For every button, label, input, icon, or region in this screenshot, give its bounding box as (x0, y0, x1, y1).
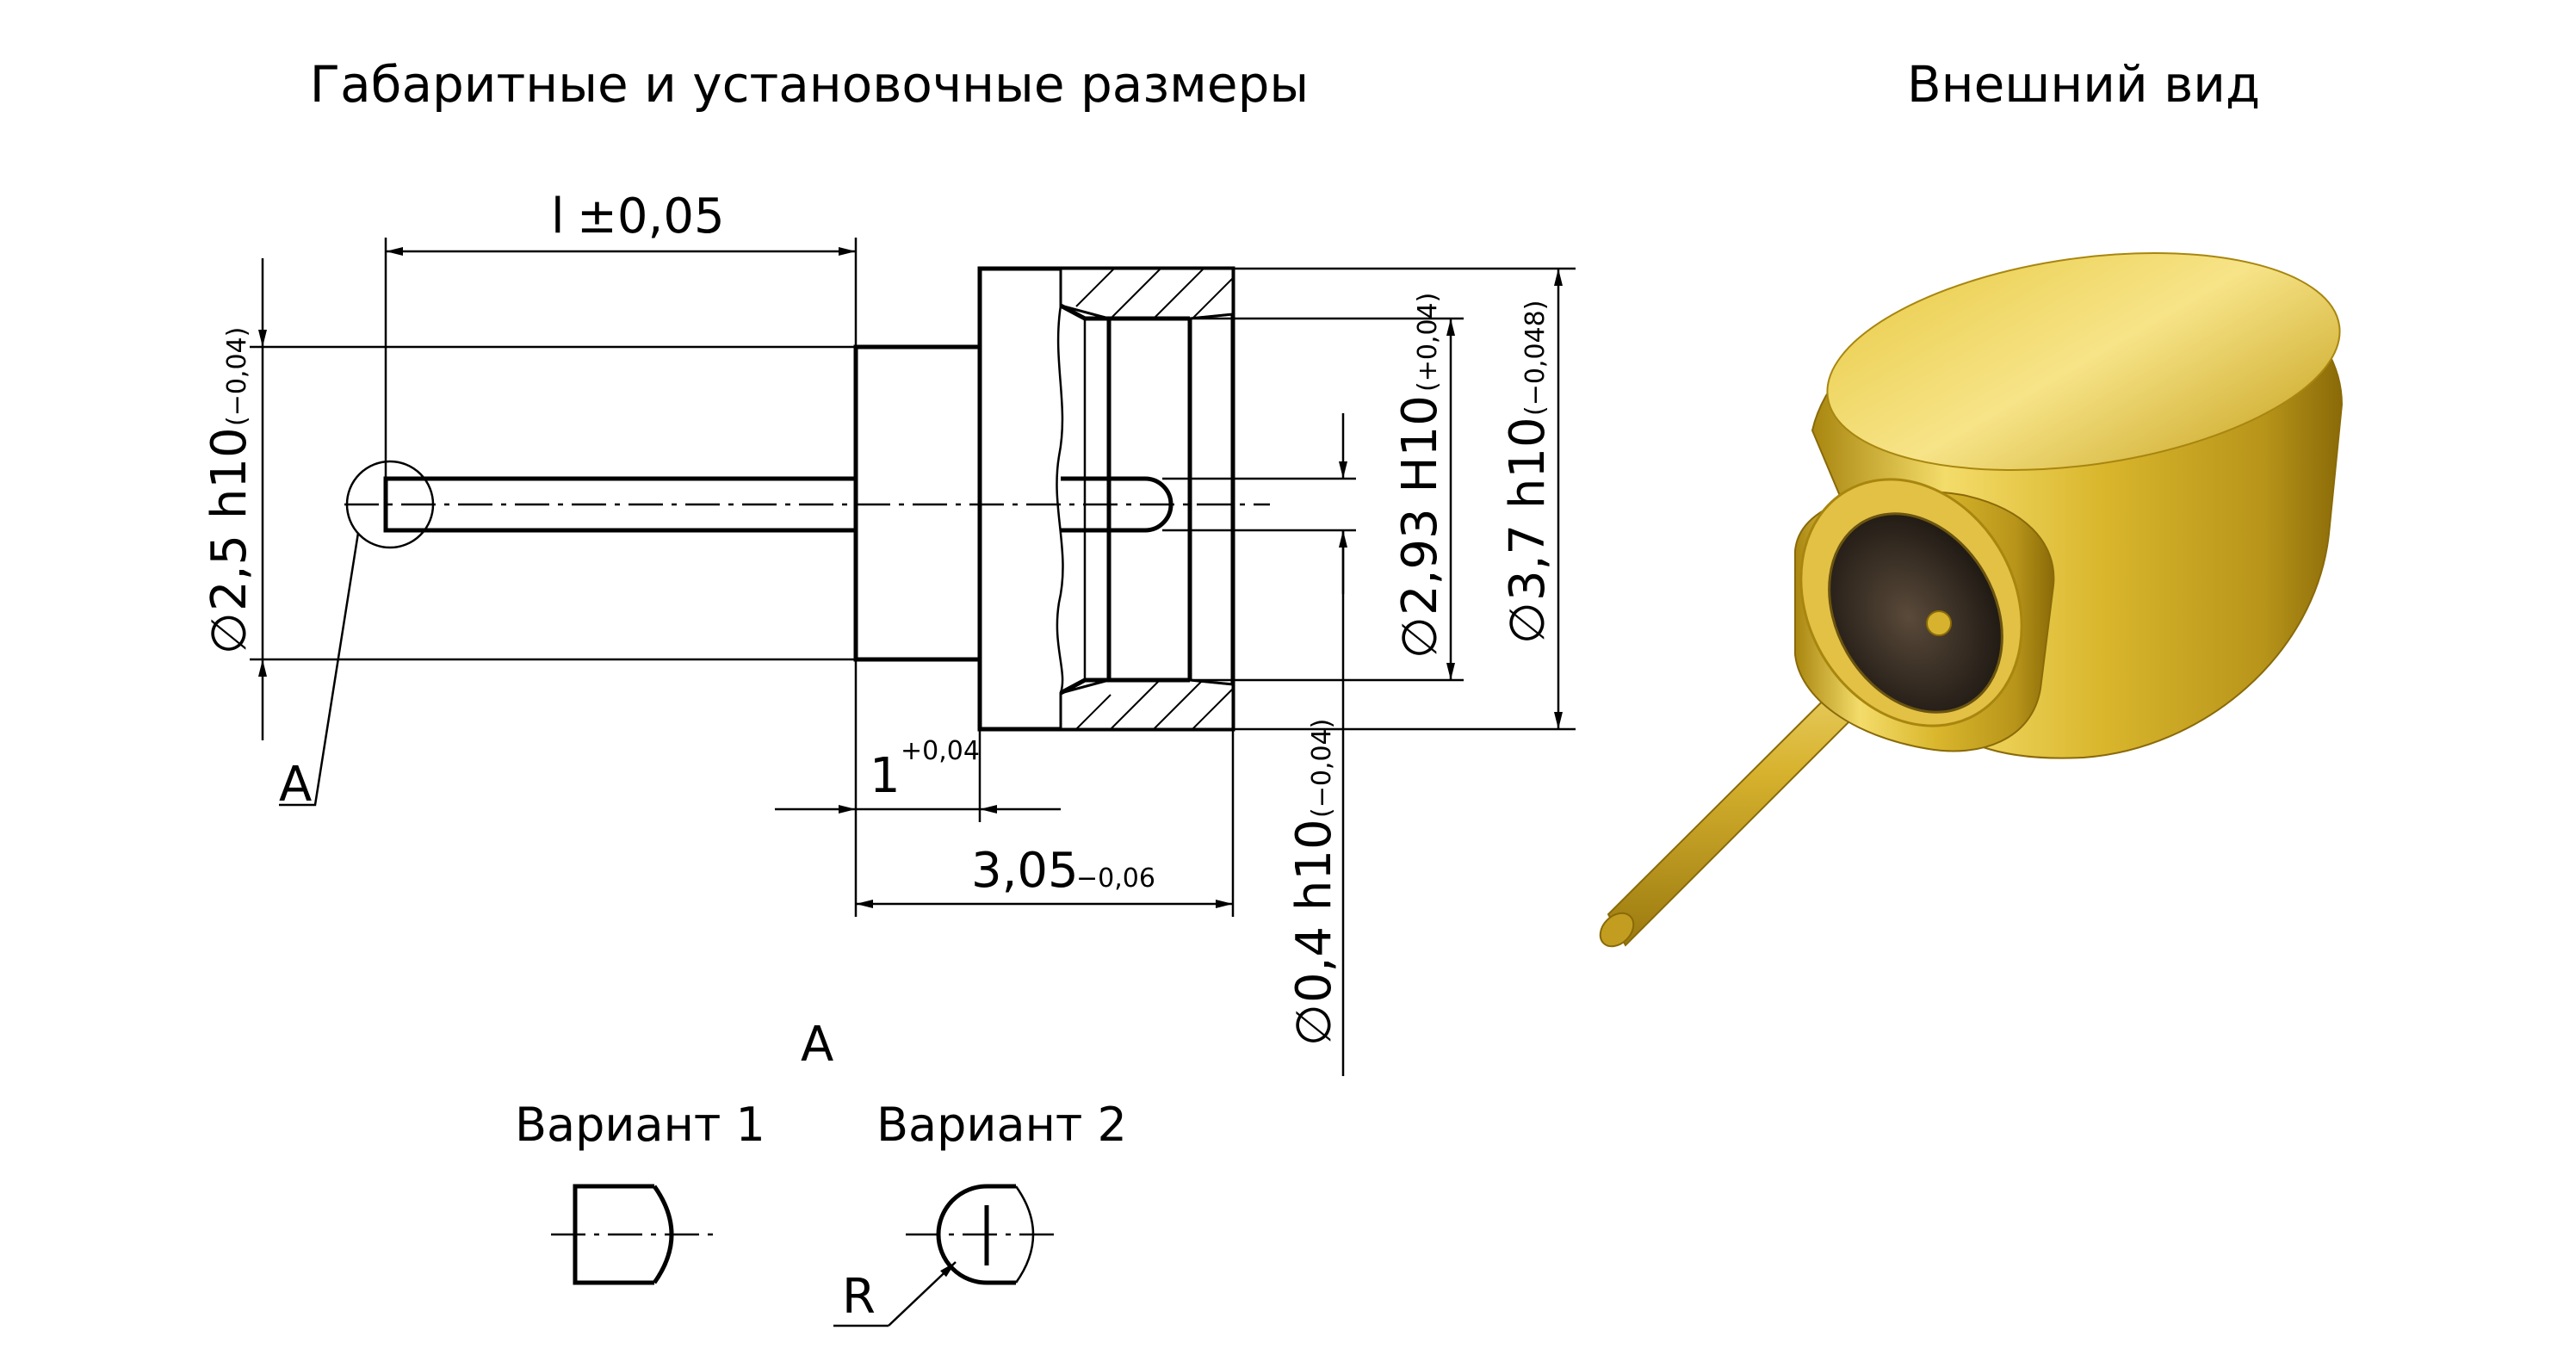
dim-305-value: 3,05 (971, 843, 1079, 899)
dim-one: 1 +0,04 (775, 659, 1061, 917)
dim-d04: ∅ 0,4 h10 (−0,04) (1162, 413, 1356, 1076)
dim-one-value: 1 (870, 748, 901, 804)
dim-d25-value: 2,5 h10 (201, 427, 257, 611)
section-cut (1056, 267, 1235, 731)
dim-one-tol: +0,04 (901, 736, 980, 766)
variant-2-label: Вариант 2 (876, 1098, 1127, 1152)
dim-l-tol: ±0,05 (577, 189, 725, 244)
photo-collar (1794, 478, 2055, 752)
variant-2: Вариант 2 R (833, 1098, 1127, 1327)
dim-d04-tol: (−0,04) (1307, 719, 1337, 818)
dim-l: l ±0,05 (384, 189, 858, 479)
dim-l-value: l (551, 189, 565, 244)
dim-d293: ∅ 2,93 H10 (+0,04) (1190, 293, 1464, 682)
dim-305-tol: −0,06 (1076, 863, 1155, 894)
detail-a-label: A (279, 757, 312, 813)
dim-d25: ∅ 2,5 h10 (−0,04) (201, 258, 856, 740)
dim-d37-tol: (−0,048) (1520, 300, 1551, 416)
step-outline (853, 344, 982, 662)
dimensions-title: Габаритные и установочные размеры (310, 55, 1309, 114)
body-outline (977, 266, 1235, 732)
detail-a-circle (345, 460, 435, 549)
variant-1: Вариант 1 (515, 1098, 765, 1285)
dim-d293-tol: (+0,04) (1413, 293, 1443, 392)
variant-1-label: Вариант 1 (515, 1098, 765, 1152)
dim-d37: ∅ 3,7 h10 (−0,048) (1233, 267, 1576, 731)
radius-label: R (842, 1269, 876, 1325)
dim-d293-prefix: ∅ (1392, 616, 1448, 659)
detail-view-label: A (801, 1017, 833, 1073)
detail-a-leader (279, 532, 360, 807)
dim-d25-prefix: ∅ (201, 612, 257, 654)
dim-d04-prefix: ∅ (1286, 1004, 1342, 1046)
product-photo (1599, 252, 2344, 948)
dim-d37-prefix: ∅ (1500, 602, 1556, 644)
dim-d293-value: 2,93 H10 (1392, 395, 1448, 616)
dim-d25-tol: (−0,04) (222, 327, 252, 426)
dim-d04-value: 0,4 h10 (1286, 819, 1342, 1003)
dim-305: 3,05 −0,06 (856, 729, 1235, 917)
dim-d37-value: 3,7 h10 (1500, 417, 1556, 601)
appearance-title: Внешний вид (1907, 55, 2260, 114)
